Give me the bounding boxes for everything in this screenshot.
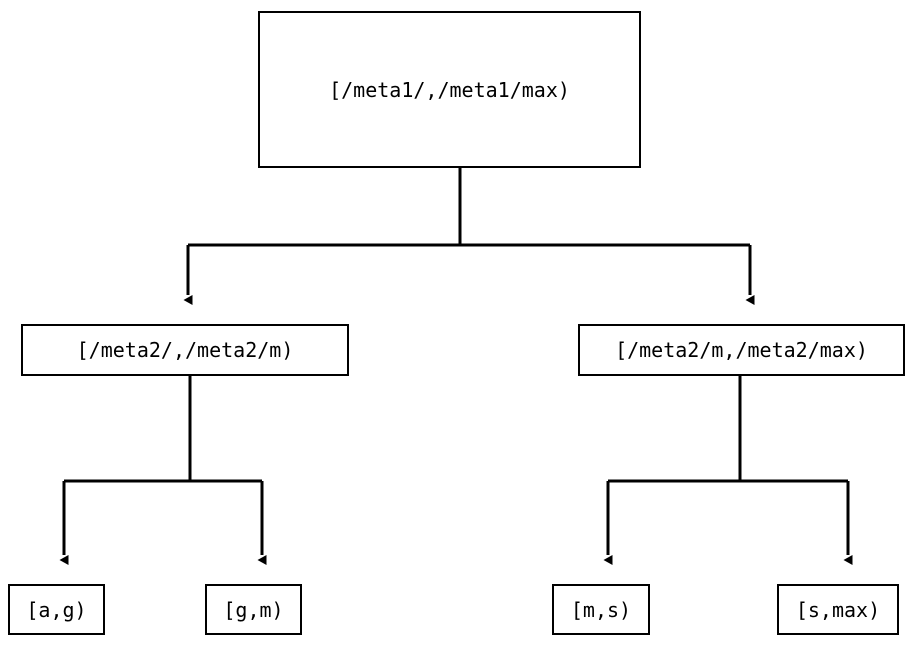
edge-root-to-branches — [183, 168, 755, 305]
tree-node-right-branch[interactable]: [/meta2/m,/meta2/max) — [578, 324, 905, 376]
tree-node-leaf-smax[interactable]: [s,max) — [777, 584, 899, 635]
tree-node-leaf-ag[interactable]: [a,g) — [8, 584, 105, 635]
tree-node-left-branch[interactable]: [/meta2/,/meta2/m) — [21, 324, 349, 376]
tree-node-leaf-gm[interactable]: [g,m) — [205, 584, 302, 635]
tree-node-leaf-ms[interactable]: [m,s) — [552, 584, 650, 635]
tree-node-leaf-ms-label: [m,s) — [570, 597, 632, 622]
edge-left-branch-to-leaves — [59, 376, 267, 565]
tree-node-leaf-gm-label: [g,m) — [223, 597, 284, 622]
tree-node-root-label: [/meta1/,/meta1/max) — [329, 77, 570, 102]
tree-node-root[interactable]: [/meta1/,/meta1/max) — [258, 11, 641, 168]
tree-node-right-branch-label: [/meta2/m,/meta2/max) — [615, 338, 868, 362]
tree-node-leaf-ag-label: [a,g) — [26, 597, 87, 622]
edge-right-branch-to-leaves — [603, 376, 853, 565]
tree-node-leaf-smax-label: [s,max) — [795, 597, 881, 622]
tree-node-left-branch-label: [/meta2/,/meta2/m) — [76, 338, 294, 362]
